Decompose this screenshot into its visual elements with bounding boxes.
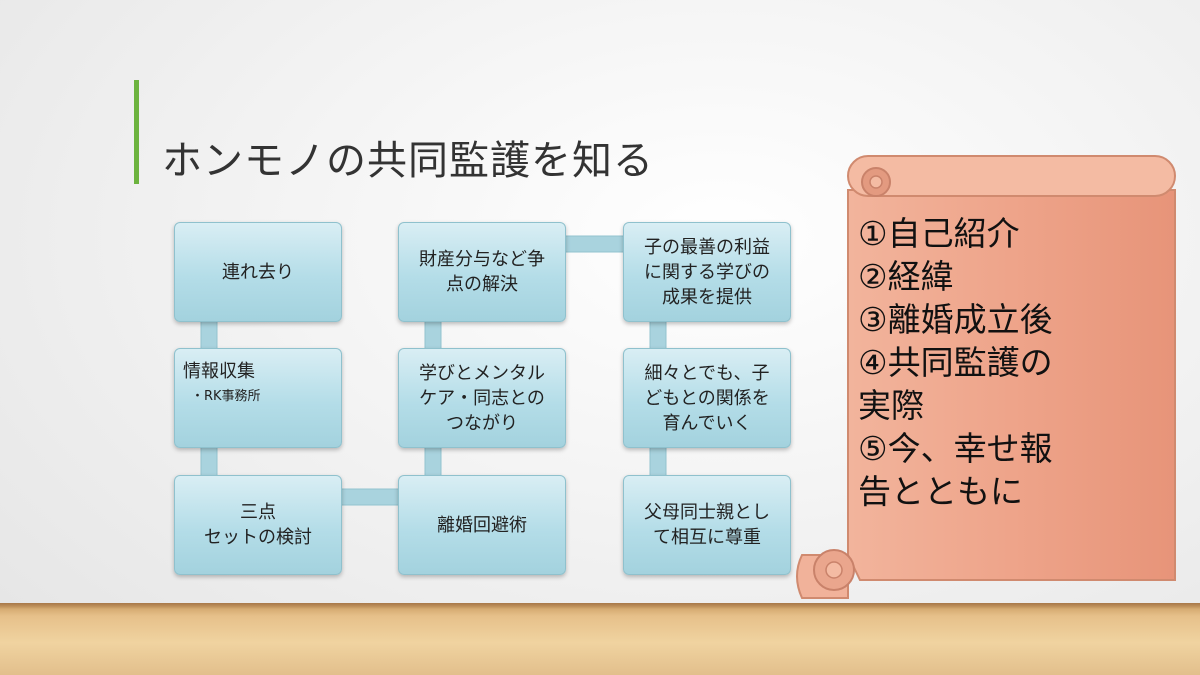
flow-box-label: 子の最善の利益 に関する学びの 成果を提供 bbox=[644, 236, 770, 308]
flow-box-nurture-relationship: 細々とでも、子 どもとの関係を 育んでいく bbox=[623, 348, 791, 448]
flow-box-label: 財産分与など争 点の解決 bbox=[419, 249, 545, 295]
flow-box-label: 細々とでも、子 どもとの関係を 育んでいく bbox=[644, 362, 770, 434]
agenda-item: 実際 bbox=[858, 386, 924, 425]
flow-box-label: 父母同士親とし て相互に尊重 bbox=[644, 502, 770, 548]
flow-box-divorce-avoidance: 離婚回避術 bbox=[398, 475, 566, 575]
flow-box-label: 三点 セットの検討 bbox=[204, 502, 312, 548]
flow-box-abduction: 連れ去り bbox=[174, 222, 342, 322]
scroll-banner bbox=[796, 155, 1176, 599]
connector-b6-b7 bbox=[564, 235, 626, 253]
wooden-floor bbox=[0, 603, 1200, 675]
flow-box-label: 学びとメンタル ケア・同志との つながり bbox=[419, 362, 545, 434]
flow-box-three-point-set: 三点 セットの検討 bbox=[174, 475, 342, 575]
title-accent-bar bbox=[134, 80, 139, 184]
connector-b3-b4 bbox=[340, 488, 401, 506]
connector-b8-b9 bbox=[649, 445, 667, 478]
flow-box-best-interest: 子の最善の利益 に関する学びの 成果を提供 bbox=[623, 222, 791, 322]
connector-b2-b3 bbox=[200, 445, 218, 478]
agenda-item: ④共同監護の bbox=[858, 343, 1053, 382]
connector-b7-b8 bbox=[649, 319, 667, 351]
agenda-item: ②経緯 bbox=[858, 257, 954, 296]
slide-title: ホンモノの共同監護を知る bbox=[162, 138, 654, 184]
flow-box-info-gathering: 情報収集 ・RK事務所 bbox=[174, 348, 342, 448]
agenda-item: ③離婚成立後 bbox=[858, 300, 1053, 339]
agenda-item: ①自己紹介 bbox=[858, 214, 1020, 253]
flow-box-sublabel: ・RK事務所 bbox=[191, 389, 261, 404]
flow-box-mutual-respect: 父母同士親とし て相互に尊重 bbox=[623, 475, 791, 575]
connector-b5-b6 bbox=[424, 319, 442, 351]
flow-box-dispute-resolution: 財産分与など争 点の解決 bbox=[398, 222, 566, 322]
flow-box-learning-care: 学びとメンタル ケア・同志との つながり bbox=[398, 348, 566, 448]
scroll-agenda-list: ①自己紹介 ②経緯 ③離婚成立後 ④共同監護の 実際 ⑤今、幸せ報 告とともに bbox=[858, 212, 1128, 513]
agenda-item: 告とともに bbox=[858, 472, 1023, 511]
flow-box-label: 連れ去り bbox=[222, 261, 294, 283]
connector-b4-b5 bbox=[424, 445, 442, 478]
connector-b1-b2 bbox=[200, 319, 218, 351]
flow-box-label: 離婚回避術 bbox=[437, 514, 527, 536]
flow-box-label: 情報収集 bbox=[183, 361, 255, 382]
agenda-item: ⑤今、幸せ報 bbox=[858, 429, 1053, 468]
